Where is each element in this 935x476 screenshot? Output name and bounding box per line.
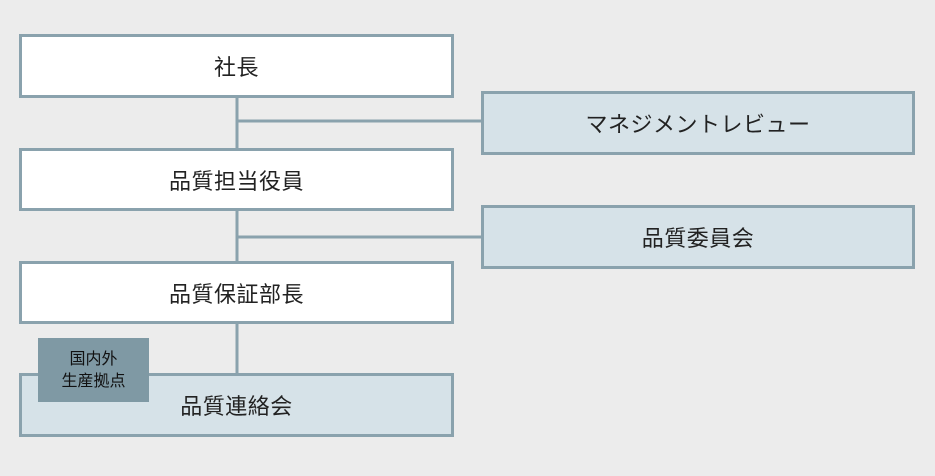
- quality-assurance-manager-label: 品質保証部長: [168, 282, 304, 308]
- quality-committee-label: 品質委員会: [641, 227, 755, 252]
- tag-text-stack: 国内外 生産拠点: [61, 348, 125, 391]
- quality-officer-label: 品質担当役員: [168, 169, 304, 195]
- quality-assurance-manager-box: 品質保証部長: [19, 261, 454, 324]
- president-box: 社長: [19, 34, 454, 98]
- management-review-label: マネジメントレビュー: [585, 113, 811, 138]
- quality-officer-box: 品質担当役員: [19, 148, 454, 211]
- tag-line-2: 生産拠点: [61, 371, 126, 390]
- quality-committee-box: 品質委員会: [481, 205, 915, 269]
- management-review-box: マネジメントレビュー: [481, 91, 915, 155]
- tag-line-1: 国内外: [69, 349, 118, 369]
- president-label: 社長: [213, 56, 259, 81]
- quality-liaison-meeting-label: 品質連絡会: [180, 395, 293, 420]
- domestic-overseas-production-sites-tag: 国内外 生産拠点: [38, 338, 149, 402]
